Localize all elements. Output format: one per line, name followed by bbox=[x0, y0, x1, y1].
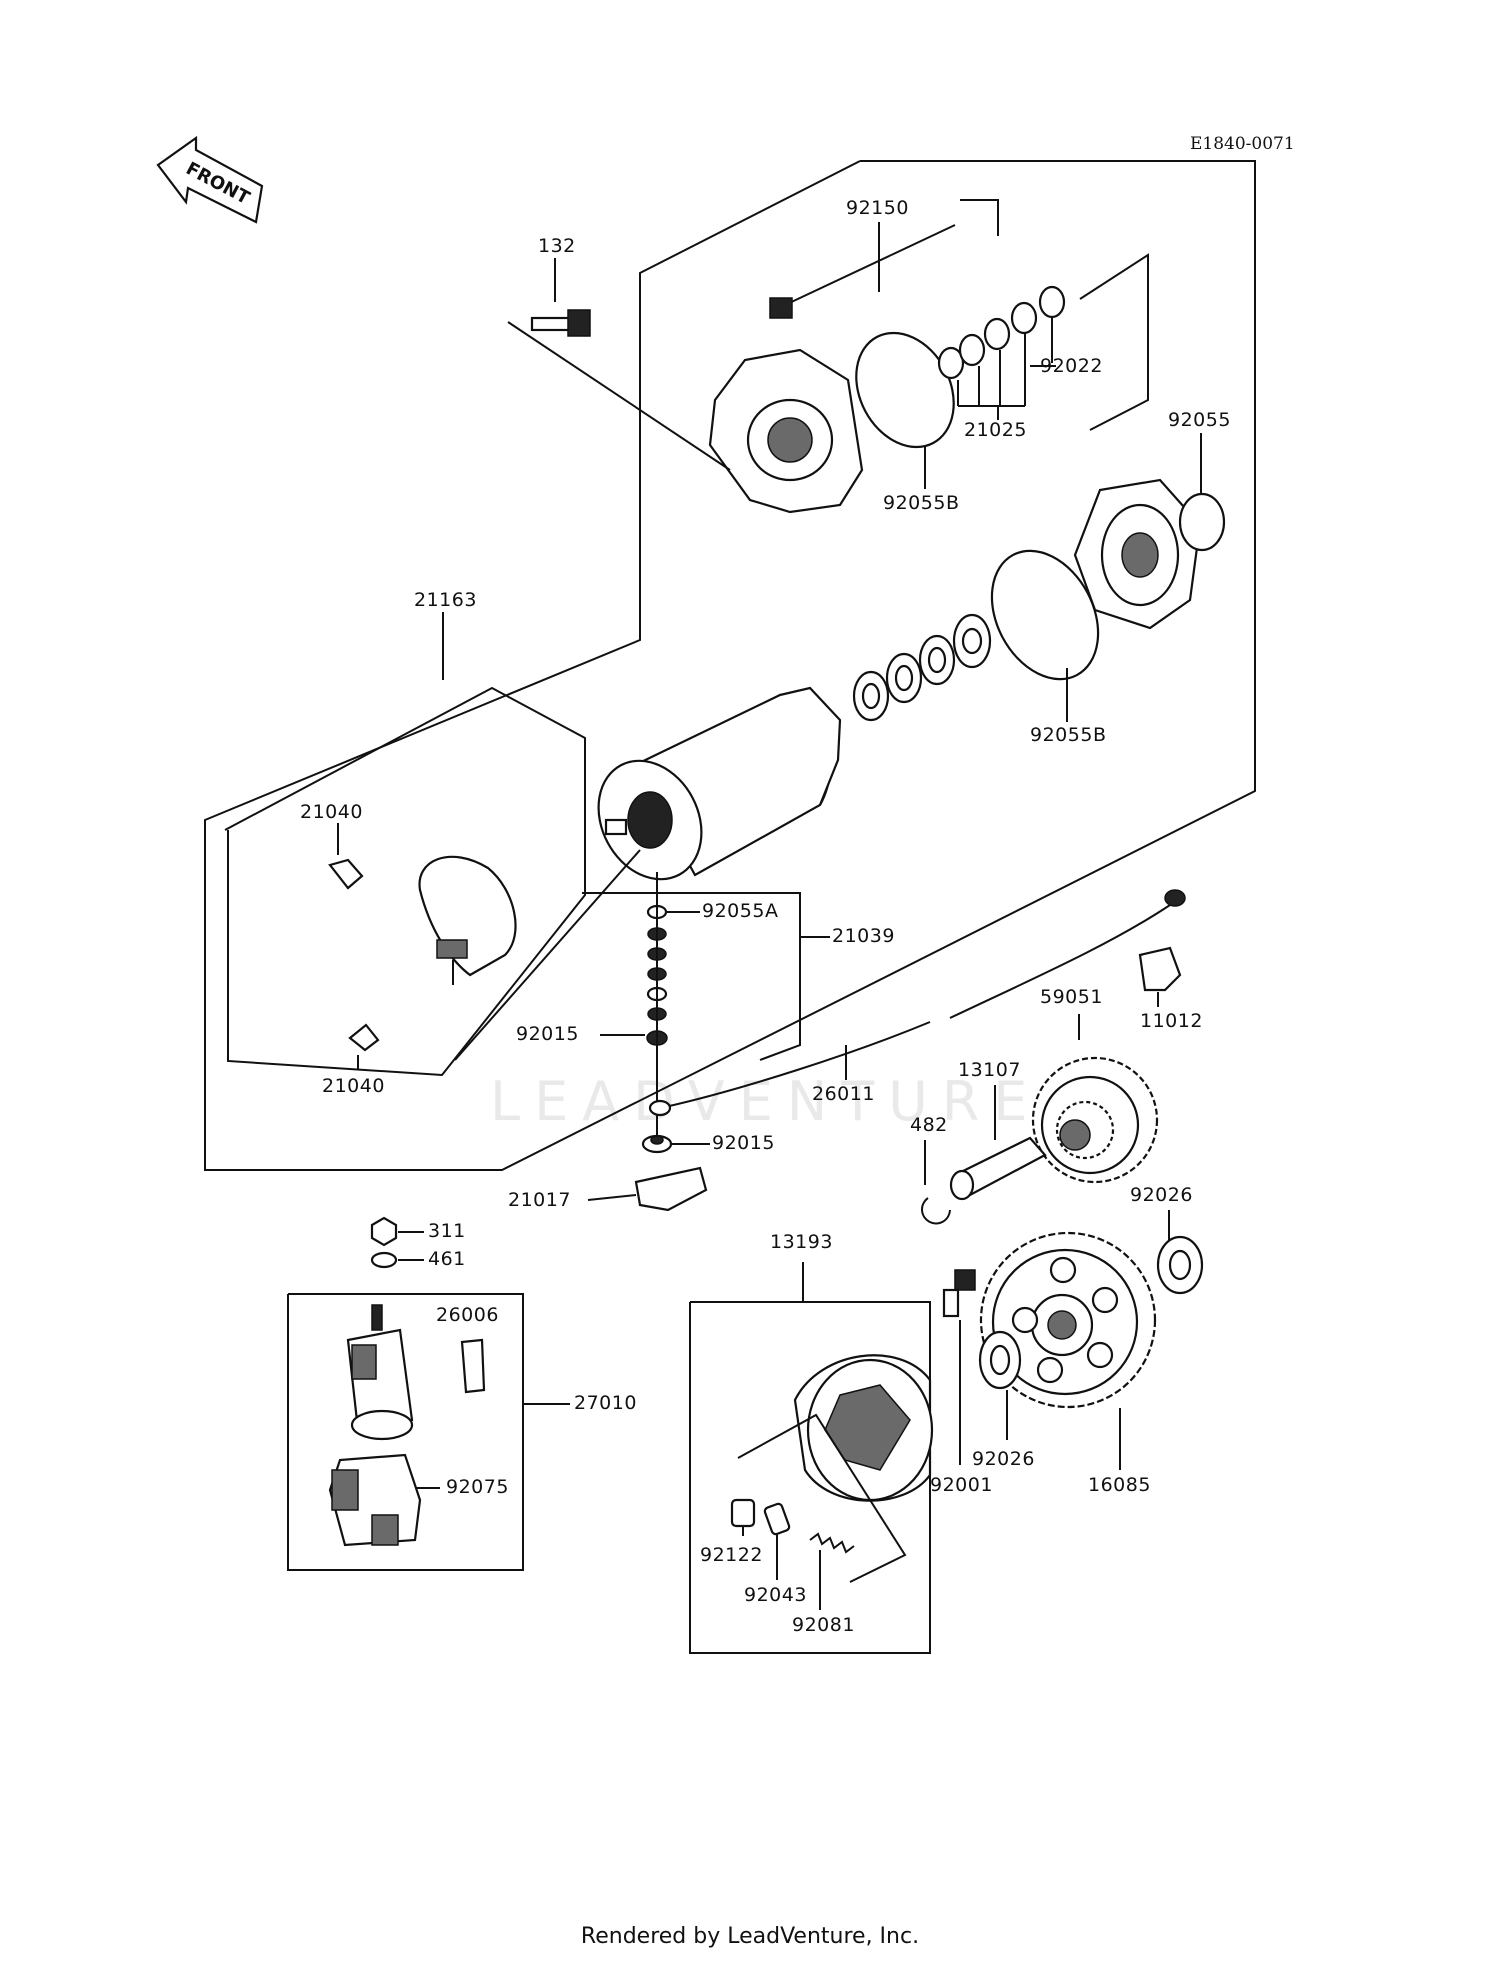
terminal-boot-21017 bbox=[634, 1166, 708, 1212]
starter-motor-body bbox=[597, 686, 842, 881]
part-label-92055B-mid[interactable]: 92055B bbox=[1030, 724, 1107, 746]
part-label-311[interactable]: 311 bbox=[428, 1220, 466, 1242]
washers-21025 bbox=[937, 285, 1066, 380]
rear-cover bbox=[708, 348, 864, 514]
circlip-482 bbox=[921, 1197, 951, 1225]
part-label-27010[interactable]: 27010 bbox=[574, 1392, 637, 1414]
part-label-21025[interactable]: 21025 bbox=[964, 419, 1027, 441]
part-label-92001[interactable]: 92001 bbox=[930, 1474, 993, 1496]
part-label-482[interactable]: 482 bbox=[910, 1114, 948, 1136]
part-label-26011[interactable]: 26011 bbox=[812, 1083, 875, 1105]
shim-stack bbox=[852, 613, 992, 722]
o-ring-92055 bbox=[1178, 492, 1226, 552]
starter-clutch bbox=[793, 1354, 934, 1502]
part-label-21040-top[interactable]: 21040 bbox=[300, 801, 363, 823]
front-arrow-icon: FRONT bbox=[156, 135, 264, 224]
o-ring-92055B-mid bbox=[990, 549, 1100, 681]
part-label-92075[interactable]: 92075 bbox=[446, 1476, 509, 1498]
plunger-92043 bbox=[763, 1502, 791, 1536]
leadventure-watermark: LEADVENTURE bbox=[490, 1070, 1042, 1133]
through-bolt-92150 bbox=[769, 224, 956, 319]
brush-holder-outline bbox=[224, 686, 586, 1077]
brush-21040-top bbox=[328, 858, 364, 890]
gear-16085 bbox=[979, 1231, 1157, 1409]
part-label-92055A[interactable]: 92055A bbox=[702, 900, 779, 922]
part-label-92022[interactable]: 92022 bbox=[1040, 355, 1103, 377]
brush-21040-bot bbox=[348, 1023, 380, 1052]
part-label-13193[interactable]: 13193 bbox=[770, 1231, 833, 1253]
clip-26006 bbox=[460, 1338, 486, 1394]
idle-gear-59051 bbox=[1031, 1056, 1159, 1184]
part-label-92150[interactable]: 92150 bbox=[846, 197, 909, 219]
part-label-461[interactable]: 461 bbox=[428, 1248, 466, 1270]
part-label-92015-a[interactable]: 92015 bbox=[516, 1023, 579, 1045]
diagram-code: E1840-0071 bbox=[1190, 134, 1295, 154]
part-label-11012[interactable]: 11012 bbox=[1140, 1010, 1203, 1032]
footer-credit: Rendered by LeadVenture, Inc. bbox=[580, 1924, 920, 1949]
bolt-132 bbox=[507, 309, 731, 471]
spring-92081 bbox=[809, 1532, 855, 1554]
cable-26011 bbox=[648, 889, 1186, 1117]
terminal-cap-11012 bbox=[1138, 946, 1182, 992]
leader-lines bbox=[337, 222, 1202, 1610]
part-label-92015-b[interactable]: 92015 bbox=[712, 1132, 775, 1154]
brush-plate bbox=[418, 855, 517, 985]
part-label-92026-top[interactable]: 92026 bbox=[1130, 1184, 1193, 1206]
part-label-21040-bot[interactable]: 21040 bbox=[322, 1075, 385, 1097]
part-label-92043[interactable]: 92043 bbox=[744, 1584, 807, 1606]
nut-311 bbox=[370, 1216, 398, 1247]
clutch-box-13193 bbox=[689, 1301, 931, 1654]
washer-461 bbox=[370, 1251, 398, 1269]
front-cover bbox=[1073, 478, 1202, 630]
part-label-21017[interactable]: 21017 bbox=[508, 1189, 571, 1211]
part-label-92055B-top[interactable]: 92055B bbox=[883, 492, 960, 514]
shaft-13107 bbox=[949, 1136, 1047, 1201]
rubber-cover-92075 bbox=[328, 1453, 422, 1547]
part-label-132[interactable]: 132 bbox=[538, 235, 576, 257]
bolt-92001 bbox=[942, 1269, 976, 1318]
part-label-26006[interactable]: 26006 bbox=[436, 1304, 499, 1326]
part-label-21163[interactable]: 21163 bbox=[414, 589, 477, 611]
part-label-59051[interactable]: 59051 bbox=[1040, 986, 1103, 1008]
part-label-21039[interactable]: 21039 bbox=[832, 925, 895, 947]
part-label-16085[interactable]: 16085 bbox=[1088, 1474, 1151, 1496]
solenoid bbox=[346, 1304, 414, 1441]
part-label-92055[interactable]: 92055 bbox=[1168, 409, 1231, 431]
part-label-92122[interactable]: 92122 bbox=[700, 1544, 763, 1566]
roller-92122 bbox=[730, 1498, 756, 1528]
part-label-92081[interactable]: 92081 bbox=[792, 1614, 855, 1636]
part-label-92026-bot[interactable]: 92026 bbox=[972, 1448, 1035, 1470]
part-label-13107[interactable]: 13107 bbox=[958, 1059, 1021, 1081]
solenoid-box-27010 bbox=[287, 1293, 524, 1571]
assembly-outline-21163 bbox=[204, 160, 1256, 1171]
